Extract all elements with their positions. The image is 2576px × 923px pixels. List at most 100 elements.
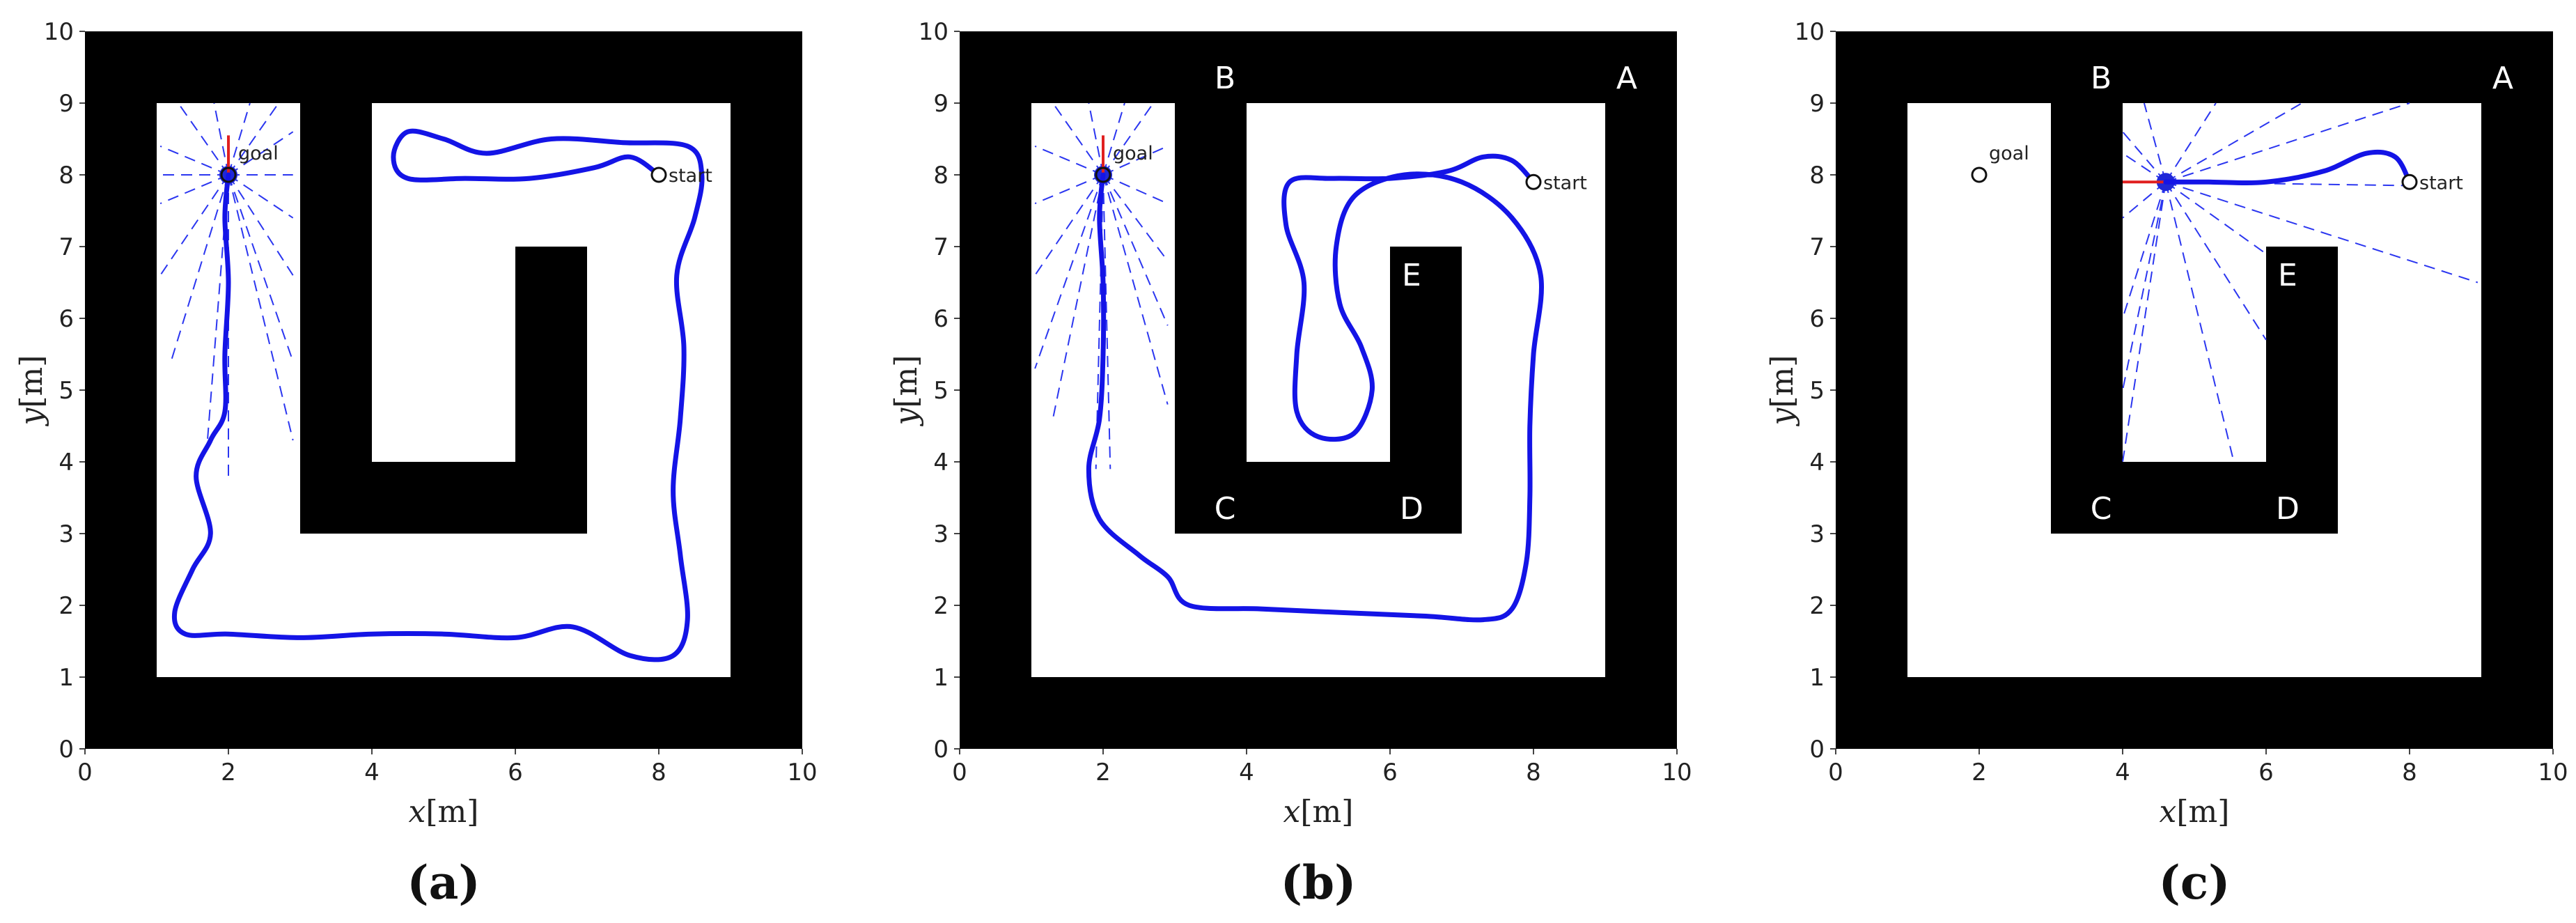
y-tick-label: 6 xyxy=(1809,305,1825,333)
obstacle-wall xyxy=(300,103,587,534)
scan-ray xyxy=(1034,174,1104,276)
corner-label-c: C xyxy=(1215,491,1236,527)
y-tick-label: 8 xyxy=(933,162,949,189)
y-axis-label: y[m] xyxy=(889,355,924,427)
scan-rays xyxy=(1034,102,1169,470)
y-tick-label: 9 xyxy=(1809,90,1825,118)
scan-ray xyxy=(1052,174,1104,419)
scan-ray xyxy=(228,102,251,176)
y-tick-label: 1 xyxy=(1809,664,1825,692)
scan-ray xyxy=(228,174,294,441)
scan-ray xyxy=(1102,102,1154,176)
goal-label: goal xyxy=(1113,143,1153,164)
scan-ray xyxy=(2122,181,2167,219)
scan-ray xyxy=(2143,102,2167,183)
goal-marker xyxy=(220,166,237,183)
y-tick-label: 3 xyxy=(933,520,949,548)
scan-ray xyxy=(2122,182,2167,463)
trajectory-path xyxy=(2163,149,2412,185)
scan-ray xyxy=(2165,181,2267,255)
scan-ray xyxy=(2164,102,2217,183)
x-tick-label: 4 xyxy=(2115,759,2130,786)
x-tick-label: 0 xyxy=(1828,759,1843,786)
panel-caption: (a) xyxy=(407,855,480,910)
corner-label-d: D xyxy=(1400,491,1423,527)
x-tick-label: 6 xyxy=(508,759,523,786)
scan-ray xyxy=(159,145,229,176)
free-space xyxy=(1907,103,2481,677)
free-space xyxy=(1031,103,1605,677)
corner-label-e: E xyxy=(1402,258,1421,293)
corner-label-d: D xyxy=(2276,491,2300,527)
scan-ray xyxy=(1102,174,1169,205)
x-axis-label: x[m] xyxy=(2160,794,2230,830)
y-tick-label: 1 xyxy=(58,664,74,692)
x-tick-label: 10 xyxy=(1662,759,1692,786)
x-tick-label: 6 xyxy=(1382,759,1398,786)
y-tick-label: 5 xyxy=(933,377,949,405)
x-tick-label: 10 xyxy=(2538,759,2568,786)
scan-ray xyxy=(2164,181,2267,341)
scan-ray xyxy=(178,102,229,176)
scan-ray xyxy=(1052,102,1104,176)
y-tick-label: 5 xyxy=(58,377,74,405)
y-tick-label: 8 xyxy=(1809,162,1825,189)
y-tick-label: 10 xyxy=(1795,18,1825,46)
goal-label: goal xyxy=(238,143,279,164)
panel-caption: (b) xyxy=(1281,855,1357,910)
start-label: start xyxy=(1543,172,1587,194)
y-tick-label: 5 xyxy=(1809,377,1825,405)
x-tick-label: 4 xyxy=(1239,759,1254,786)
x-tick-label: 8 xyxy=(651,759,666,786)
y-tick-label: 3 xyxy=(1809,520,1825,548)
y-axis-label: y[m] xyxy=(14,355,49,427)
x-tick-label: 4 xyxy=(364,759,380,786)
y-tick-label: 2 xyxy=(58,592,74,620)
start-marker xyxy=(650,166,667,183)
y-tick-label: 1 xyxy=(933,664,949,692)
scan-ray xyxy=(228,174,294,276)
scan-ray xyxy=(1088,102,1104,176)
scan-ray xyxy=(1102,174,1169,405)
scan-ray xyxy=(2165,102,2303,183)
scan-ray xyxy=(159,174,229,276)
y-tick-label: 7 xyxy=(933,233,949,261)
y-tick-label: 0 xyxy=(58,736,74,763)
scan-ray xyxy=(213,102,229,176)
goal-marker xyxy=(1095,166,1111,183)
scan-ray xyxy=(1102,145,1169,176)
x-tick-label: 2 xyxy=(221,759,236,786)
scan-ray xyxy=(1034,145,1104,176)
scan-ray xyxy=(1102,174,1169,326)
corner-label-a: A xyxy=(1616,61,1637,96)
scan-ray xyxy=(2122,131,2167,183)
x-axis-label: x[m] xyxy=(409,794,479,830)
x-tick-label: 10 xyxy=(787,759,817,786)
start-label: start xyxy=(2419,172,2463,194)
y-tick-label: 6 xyxy=(933,305,949,333)
corner-label-c: C xyxy=(2091,491,2112,527)
scan-ray xyxy=(1102,102,1125,176)
y-tick-label: 0 xyxy=(1809,736,1825,763)
y-tick-label: 2 xyxy=(1809,592,1825,620)
x-tick-label: 8 xyxy=(2402,759,2417,786)
scan-ray xyxy=(1034,174,1104,205)
x-tick-label: 6 xyxy=(2258,759,2274,786)
corner-label-b: B xyxy=(2091,61,2111,96)
start-marker xyxy=(2401,173,2418,190)
scan-ray xyxy=(228,102,279,176)
y-tick-label: 2 xyxy=(933,592,949,620)
scan-ray xyxy=(170,174,229,362)
scan-ray xyxy=(1102,174,1111,470)
obstacle-wall xyxy=(1175,103,1462,534)
y-tick-label: 7 xyxy=(1809,233,1825,261)
scan-ray xyxy=(159,174,229,205)
corner-label-a: A xyxy=(2492,61,2513,96)
y-tick-label: 0 xyxy=(933,736,949,763)
